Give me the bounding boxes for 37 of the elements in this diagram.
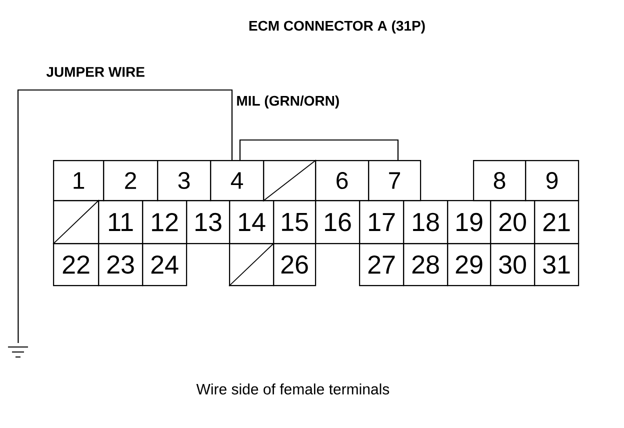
blank-cell <box>52 200 100 245</box>
terminal-cell: 19 <box>447 200 492 244</box>
ground-symbol <box>8 346 28 358</box>
terminal-cell: 13 <box>186 200 230 244</box>
blank-cell <box>228 242 275 287</box>
terminal-cell: 9 <box>525 160 580 202</box>
terminal-cell: 30 <box>490 242 536 286</box>
terminal-cell: 8 <box>473 160 526 202</box>
wire-label: JUMPER WIRE <box>46 67 144 77</box>
terminal-cell: 11 <box>98 200 144 244</box>
terminal-cell: 16 <box>315 200 360 244</box>
terminal-cell: 2 <box>103 160 158 202</box>
blank-cell <box>262 160 317 202</box>
wire-color-label: MIL (GRN/ORN) <box>237 95 339 108</box>
terminal-cell: 6 <box>315 160 370 202</box>
terminal-cell: 15 <box>273 200 316 244</box>
terminal-cell: 17 <box>359 200 404 244</box>
terminal-cell: 31 <box>534 242 580 286</box>
terminal-cell: 26 <box>273 242 316 286</box>
terminal-cell: 3 <box>157 160 212 202</box>
terminal-cell: 23 <box>98 242 144 286</box>
terminal-cell: 12 <box>142 200 188 244</box>
terminal-cell: 14 <box>229 200 274 244</box>
terminal-cell: 21 <box>534 200 580 244</box>
terminal-cell: 24 <box>142 242 188 286</box>
terminal-cell: 4 <box>210 160 264 202</box>
title: ECM CONNECTOR A (31P) <box>249 20 425 34</box>
terminal-cell: 18 <box>403 200 448 244</box>
terminal-cell: 22 <box>53 242 100 286</box>
terminal-cell: 29 <box>447 242 492 286</box>
terminal-cell: 7 <box>368 160 422 202</box>
terminal-cell: 27 <box>359 242 404 286</box>
terminal-cell: 28 <box>403 242 448 286</box>
jumper-wire <box>17 89 233 343</box>
caption: Wire side of female terminals <box>196 383 390 394</box>
terminal-cell: 1 <box>53 160 104 202</box>
terminal-cell: 20 <box>490 200 536 244</box>
